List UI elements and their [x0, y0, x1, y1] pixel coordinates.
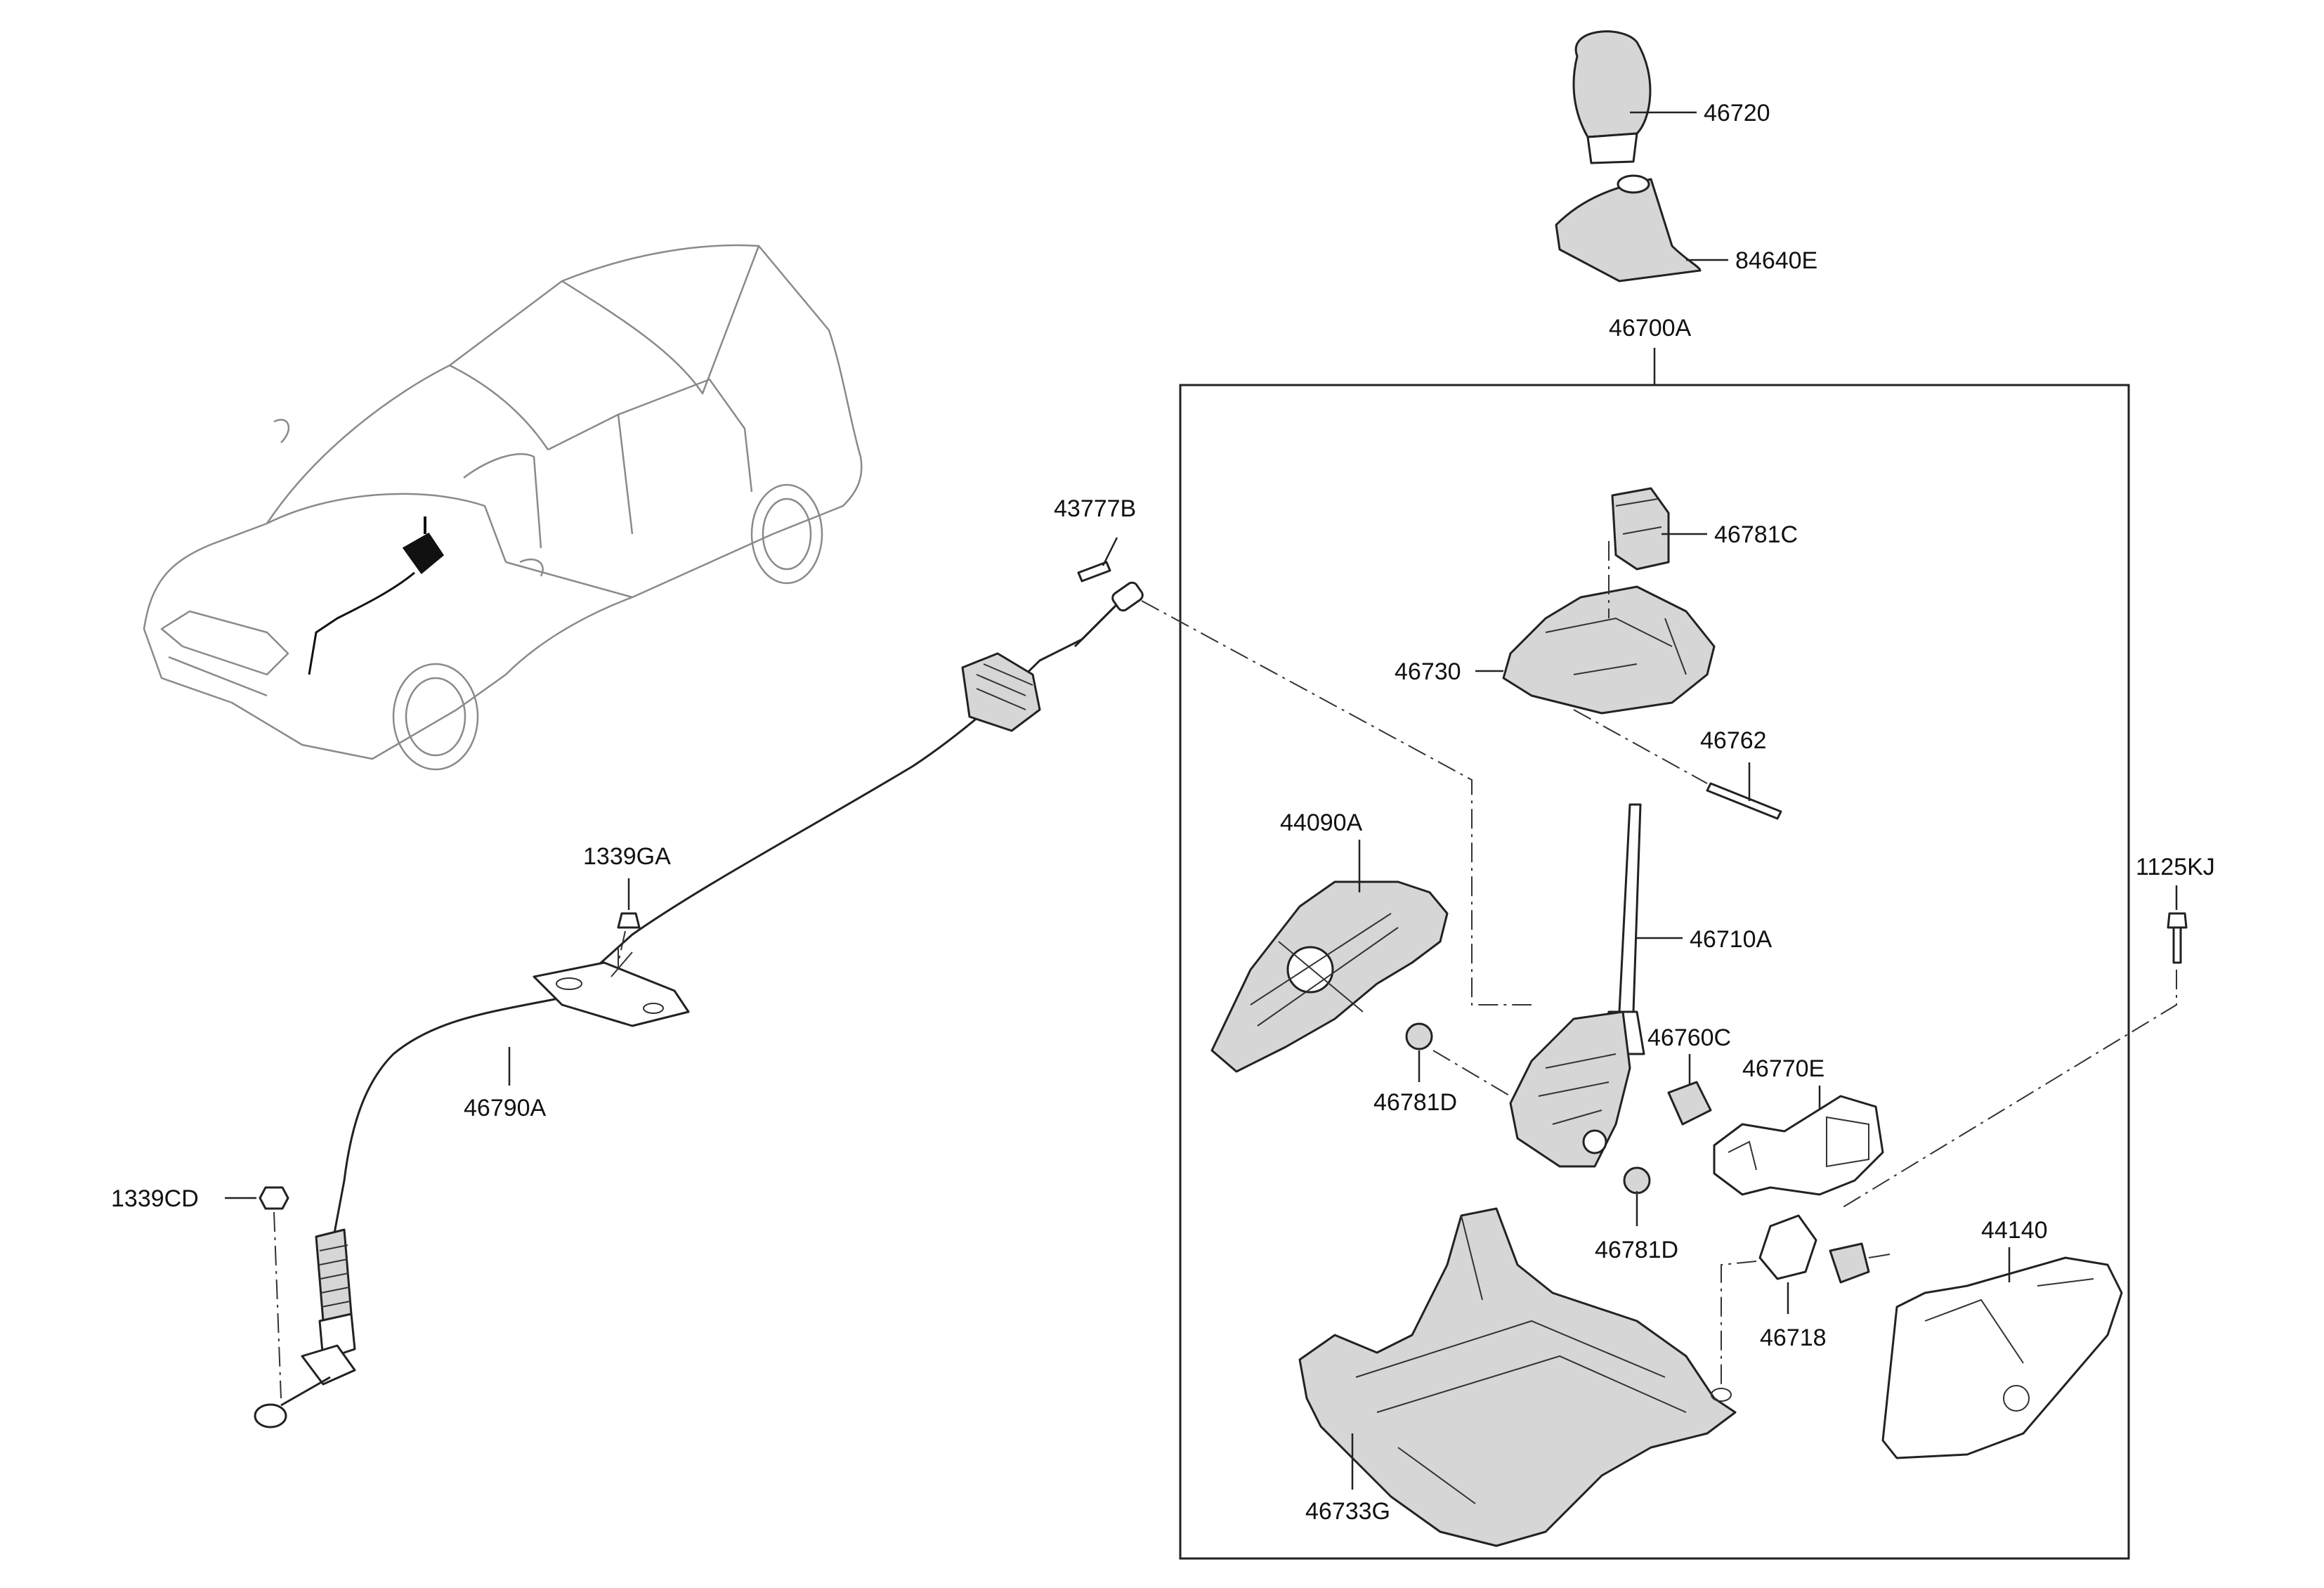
- shift-knob-and-boot: [1555, 30, 1702, 282]
- label-84640e: 84640E: [1735, 247, 1817, 274]
- cover-44090a: [1210, 880, 1449, 1073]
- label-46700a: 46700A: [1609, 315, 1692, 341]
- alignment-lines: [273, 600, 2177, 1399]
- shift-lever-46710a: [1405, 803, 1712, 1195]
- label-46781d-right: 46781D: [1595, 1237, 1678, 1263]
- label-1125kj: 1125KJ: [2136, 854, 2215, 880]
- label-46730: 46730: [1395, 658, 1461, 685]
- label-46760c: 46760C: [1647, 1024, 1731, 1051]
- label-46720: 46720: [1704, 100, 1770, 126]
- solenoid-46718: [1758, 1214, 1891, 1284]
- label-43777b: 43777B: [1054, 495, 1136, 522]
- label-44140: 44140: [1981, 1217, 2048, 1244]
- leader-lines: [225, 111, 2178, 1490]
- upper-bracket-group: [1502, 487, 1782, 820]
- label-46781d-left: 46781D: [1373, 1089, 1457, 1116]
- vehicle-illustration: [143, 244, 863, 771]
- label-46790a: 46790A: [464, 1095, 547, 1121]
- module-44140: [1881, 1256, 2123, 1459]
- label-44090a: 44090A: [1280, 809, 1363, 836]
- label-1339cd: 1339CD: [111, 1185, 199, 1212]
- label-1339ga: 1339GA: [583, 843, 671, 870]
- clip-43777b: [1077, 561, 1111, 583]
- shift-cable-assembly: [254, 581, 1144, 1428]
- label-46762: 46762: [1700, 727, 1767, 754]
- base-46733g: [1298, 1207, 1737, 1547]
- bolt-1125kj: [2167, 912, 2188, 964]
- label-46733g: 46733G: [1305, 1498, 1390, 1525]
- label-46781c: 46781C: [1714, 521, 1798, 548]
- part-labels: 46720 84640E 46700A 46781C 46730 46762 4…: [111, 100, 2215, 1525]
- label-46770e: 46770E: [1742, 1055, 1824, 1082]
- label-46718: 46718: [1760, 1325, 1827, 1351]
- indicator-46770e: [1713, 1095, 1884, 1196]
- label-46710a: 46710A: [1690, 926, 1773, 953]
